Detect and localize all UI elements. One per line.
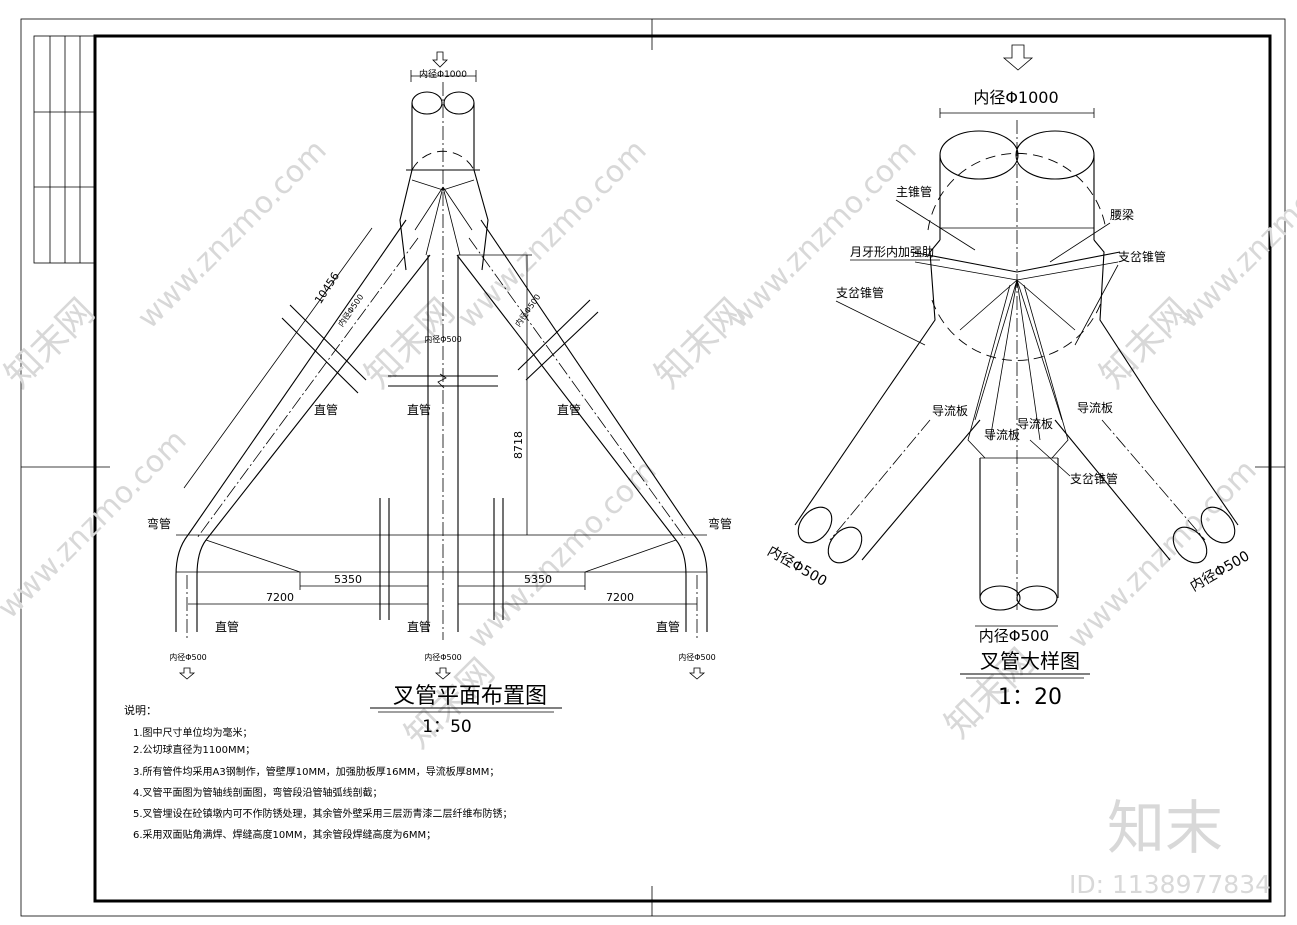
plan-dim-5350-left: 5350	[334, 573, 362, 586]
plan-dim-7200-right: 7200	[606, 591, 634, 604]
plan-branch-dim-mid: 内径Φ500	[424, 334, 462, 344]
outlet-arrow-mid-icon	[434, 667, 452, 680]
watermark-layer: www.znzmo.com www.znzmo.com www.znzmo.co…	[0, 133, 1297, 756]
detail-outlet-dim-bottom: 内径Φ500	[979, 627, 1049, 645]
plan-branch-dim-right: 内径Φ500	[513, 292, 543, 329]
detail-title: 叉管大样图	[980, 649, 1080, 673]
detail-label-crescent-rib: 月牙形内加强肋	[850, 244, 934, 259]
detail-scale: 1：20	[998, 685, 1062, 710]
logo-mark: 知末	[1107, 794, 1223, 862]
detail-label-branch-cone-3: 支岔锥管	[1070, 471, 1118, 486]
plan-outlet-dim-mid: 内径Φ500	[424, 652, 462, 662]
detail-label-main-cone: 主锥管	[896, 184, 932, 199]
plan-label-straight-1: 直管	[314, 402, 338, 417]
watermark-url-2: www.znzmo.com	[451, 133, 654, 336]
watermark-logo: 知末 ID: 1138977834	[1069, 794, 1271, 899]
outlet-arrow-left-icon	[178, 667, 196, 680]
detail-label-branch-cone-2: 支岔锥管	[836, 285, 884, 300]
watermark-brand-1: 知末网	[0, 291, 103, 396]
detail-label-guide-1: 导流板	[932, 404, 968, 418]
watermark-brand-6: 知末网	[1092, 291, 1197, 396]
detail-label-guide-4: 导流板	[984, 428, 1020, 442]
plan-outlet-dim-right: 内径Φ500	[678, 652, 716, 662]
watermark-brand-3: 知末网	[647, 291, 752, 396]
plan-label-straight-5: 直管	[407, 619, 431, 634]
detail-outlet-dim-left: 内径Φ500	[765, 543, 830, 590]
plan-inlet-dim: 内径Φ1000	[419, 68, 467, 80]
note-5: 5.叉管埋设在砼镇墩内可不作防锈处理，其余管外壁采用三层沥青漆二层纤维布防锈；	[133, 807, 513, 820]
watermark-url-7: www.znzmo.com	[1171, 133, 1297, 336]
note-2: 2.公切球直径为1100MM；	[133, 743, 255, 756]
watermark-url-3: www.znzmo.com	[721, 133, 924, 336]
detail-label-guide-2: 导流板	[1017, 417, 1053, 431]
plan-outlet-dim-left: 内径Φ500	[169, 652, 207, 662]
drawing-frame	[20, 18, 1286, 917]
note-4: 4.叉管平面图为管轴线剖面图，弯管段沿管轴弧线剖截；	[133, 786, 383, 799]
plan-scale: 1：50	[422, 717, 471, 737]
plan-dim-7200-left: 7200	[266, 591, 294, 604]
notes-block: 说明： 1.图中尺寸单位均为毫米； 2.公切球直径为1100MM； 3.所有管件…	[124, 703, 513, 841]
watermark-url-1: www.znzmo.com	[131, 133, 334, 336]
plan-dim-8718: 8718	[512, 431, 525, 459]
plan-label-straight-4: 直管	[215, 619, 239, 634]
note-6: 6.采用双面贴角满焊、焊缝高度10MM，其余管段焊缝高度为6MM；	[133, 828, 436, 841]
logo-id: ID: 1138977834	[1069, 870, 1271, 899]
detail-label-waist-beam: 腰梁	[1110, 207, 1134, 222]
note-1: 1.图中尺寸单位均为毫米；	[133, 726, 253, 739]
outlet-arrow-right-icon	[688, 667, 706, 680]
plan-dim-5350-right: 5350	[524, 573, 552, 586]
plan-label-straight-3: 直管	[557, 402, 581, 417]
notes-heading: 说明：	[124, 703, 157, 717]
detail-label-guide-3: 导流板	[1077, 401, 1113, 415]
plan-label-straight-2: 直管	[407, 402, 431, 417]
plan-title: 叉管平面布置图	[393, 684, 547, 709]
detail-outlet-dim-right: 内径Φ500	[1188, 548, 1253, 595]
note-3: 3.所有管件均采用A3钢制作，管壁厚10MM，加强肋板厚16MM，导流板厚8MM…	[133, 765, 499, 778]
detail-inlet-arrow-icon	[1002, 44, 1034, 71]
inlet-arrow-icon	[432, 51, 448, 68]
plan-label-bend-right: 弯管	[708, 516, 732, 531]
detail-label-branch-cone-1: 支岔锥管	[1118, 249, 1166, 264]
detail-view: 内径Φ1000	[765, 44, 1253, 710]
plan-branch-dim-left: 内径Φ500	[336, 292, 366, 329]
detail-inlet-dim: 内径Φ1000	[973, 88, 1058, 107]
plan-label-bend-left: 弯管	[147, 516, 171, 531]
plan-label-straight-6: 直管	[656, 619, 680, 634]
plan-dim-10456: 10456	[312, 270, 342, 306]
